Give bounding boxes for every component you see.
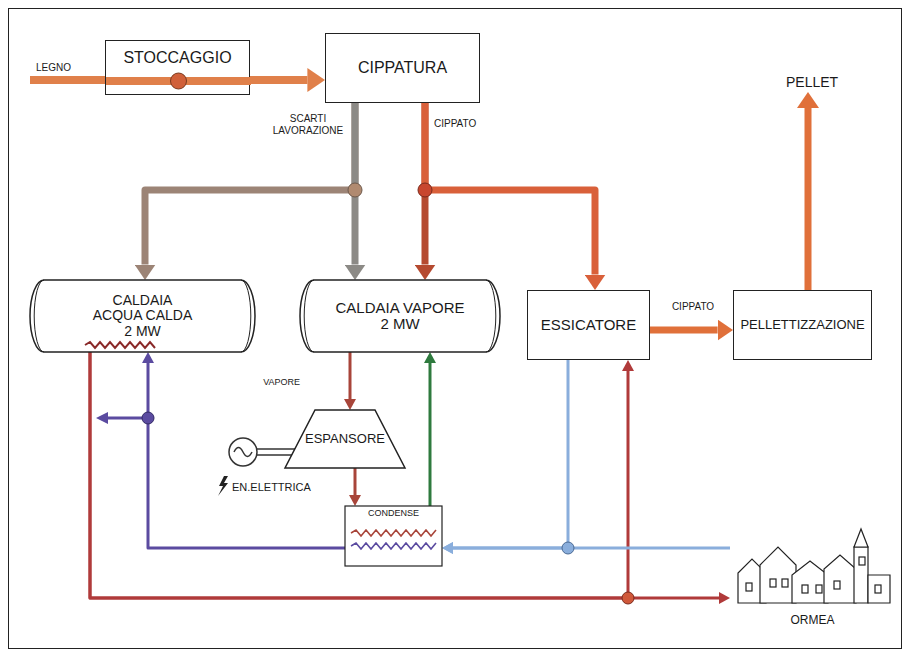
house — [868, 575, 890, 603]
node-label: CALDAIA VAPORE 2 MW — [331, 300, 469, 333]
coil-symbol — [351, 530, 436, 536]
condenser-box: CONDENSE — [345, 506, 442, 566]
shaft — [257, 448, 296, 449]
node-label: CALDAIA ACQUA CALDA 2 MW — [90, 293, 196, 339]
junction-dot — [622, 592, 634, 604]
church-spire — [854, 529, 868, 547]
product-label: PELLET — [786, 74, 838, 90]
window — [802, 585, 808, 593]
node-label: PELLETTIZZAZIONE — [740, 318, 864, 332]
junction-dot — [418, 183, 432, 197]
junction-dot — [348, 183, 362, 197]
node-label: STOCCAGGIO — [123, 49, 231, 67]
coil-symbol — [85, 342, 155, 348]
tank-end — [241, 280, 251, 352]
flow-label: SCARTI LAVORAZIONE — [270, 113, 346, 136]
node-label: CIPPATURA — [358, 59, 447, 77]
storage-box: STOCCAGGIO — [105, 40, 250, 95]
window — [816, 585, 822, 593]
tank-outline — [30, 280, 255, 352]
church-tower — [854, 547, 868, 603]
flow-connector — [250, 76, 307, 84]
process-box: CIPPATURA — [325, 33, 480, 103]
output-label: EN.ELETTRICA — [232, 481, 311, 494]
flow-label: LEGNO — [36, 62, 71, 74]
town-illustration — [738, 529, 890, 603]
generator-sine — [234, 448, 252, 457]
house — [760, 547, 796, 603]
window — [770, 579, 776, 587]
bypass-arrowhead — [96, 412, 108, 424]
process-box: ESSICATORE — [527, 290, 650, 360]
node-label: ORMEA — [790, 614, 834, 627]
window — [782, 579, 788, 587]
window — [875, 585, 881, 593]
tank-end — [34, 280, 44, 352]
tank-outline — [300, 280, 500, 352]
house — [792, 561, 828, 603]
junction-dot — [142, 412, 154, 424]
town-node: ORMEA — [730, 525, 895, 630]
condenser-outline — [345, 506, 442, 566]
shaft — [257, 454, 294, 455]
expander-symbol: ESPANSORE — [285, 410, 405, 468]
flow-connector — [90, 352, 628, 598]
flow-connector — [90, 352, 719, 598]
window — [834, 581, 840, 589]
expander-outline — [285, 410, 405, 468]
tank-end — [304, 280, 314, 352]
wood-inflow — [30, 76, 105, 84]
flow-connector — [650, 327, 718, 334]
window — [746, 583, 752, 591]
window — [859, 557, 865, 565]
flow-connector — [145, 103, 355, 265]
house — [824, 555, 856, 603]
flow-label: CIPPATO — [434, 118, 476, 130]
process-box: PELLETTIZZAZIONE — [733, 290, 872, 360]
junction-dot — [562, 542, 574, 554]
node-label: ESPANSORE — [305, 432, 385, 446]
boiler-tank: CALDAIA VAPORE 2 MW — [300, 280, 500, 352]
pellet-arrowhead — [797, 92, 819, 108]
flow-connector — [429, 363, 432, 506]
pellet-outflow — [805, 106, 812, 290]
edge-label: VAPORE — [261, 378, 302, 388]
flow-connector — [349, 352, 352, 399]
boiler-tank: CALDAIA ACQUA CALDA 2 MW — [30, 280, 255, 352]
flow-connector — [354, 468, 357, 495]
edge-label: CIPPATO — [670, 301, 716, 312]
node-label: ESSICATORE — [541, 317, 636, 334]
node-label: CONDENSE — [368, 509, 419, 519]
tank-end — [486, 280, 496, 352]
coil-symbol — [351, 543, 436, 549]
flow-connector — [453, 360, 568, 548]
flow-connector — [425, 103, 595, 275]
valve-symbol — [171, 73, 187, 89]
generator-symbol — [229, 438, 257, 466]
lightning-symbol — [218, 476, 228, 496]
